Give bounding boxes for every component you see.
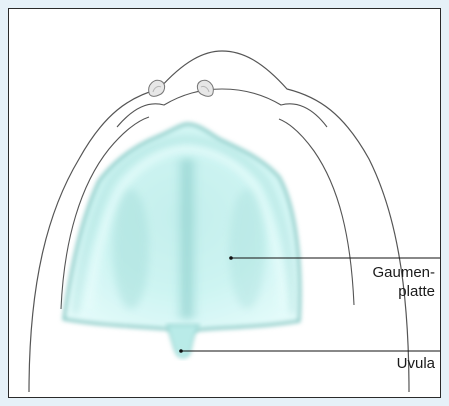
nostril-left-icon	[149, 80, 165, 96]
nostril-right-icon	[197, 80, 213, 96]
palate-diagram	[9, 9, 442, 399]
uvula-leader-dot	[179, 349, 183, 353]
upper-lip-outline	[117, 89, 327, 127]
uvula-label: Uvula	[355, 354, 435, 373]
palate-plate	[64, 124, 300, 331]
palate-label: Gaumen- platte	[355, 263, 435, 301]
uvula-shape	[167, 325, 199, 358]
palate-leader-dot	[229, 256, 233, 260]
palate-label-line1: Gaumen-	[355, 263, 435, 282]
illustration-panel: Gaumen- platte Uvula	[8, 8, 441, 398]
palate-label-line2: platte	[355, 282, 435, 301]
